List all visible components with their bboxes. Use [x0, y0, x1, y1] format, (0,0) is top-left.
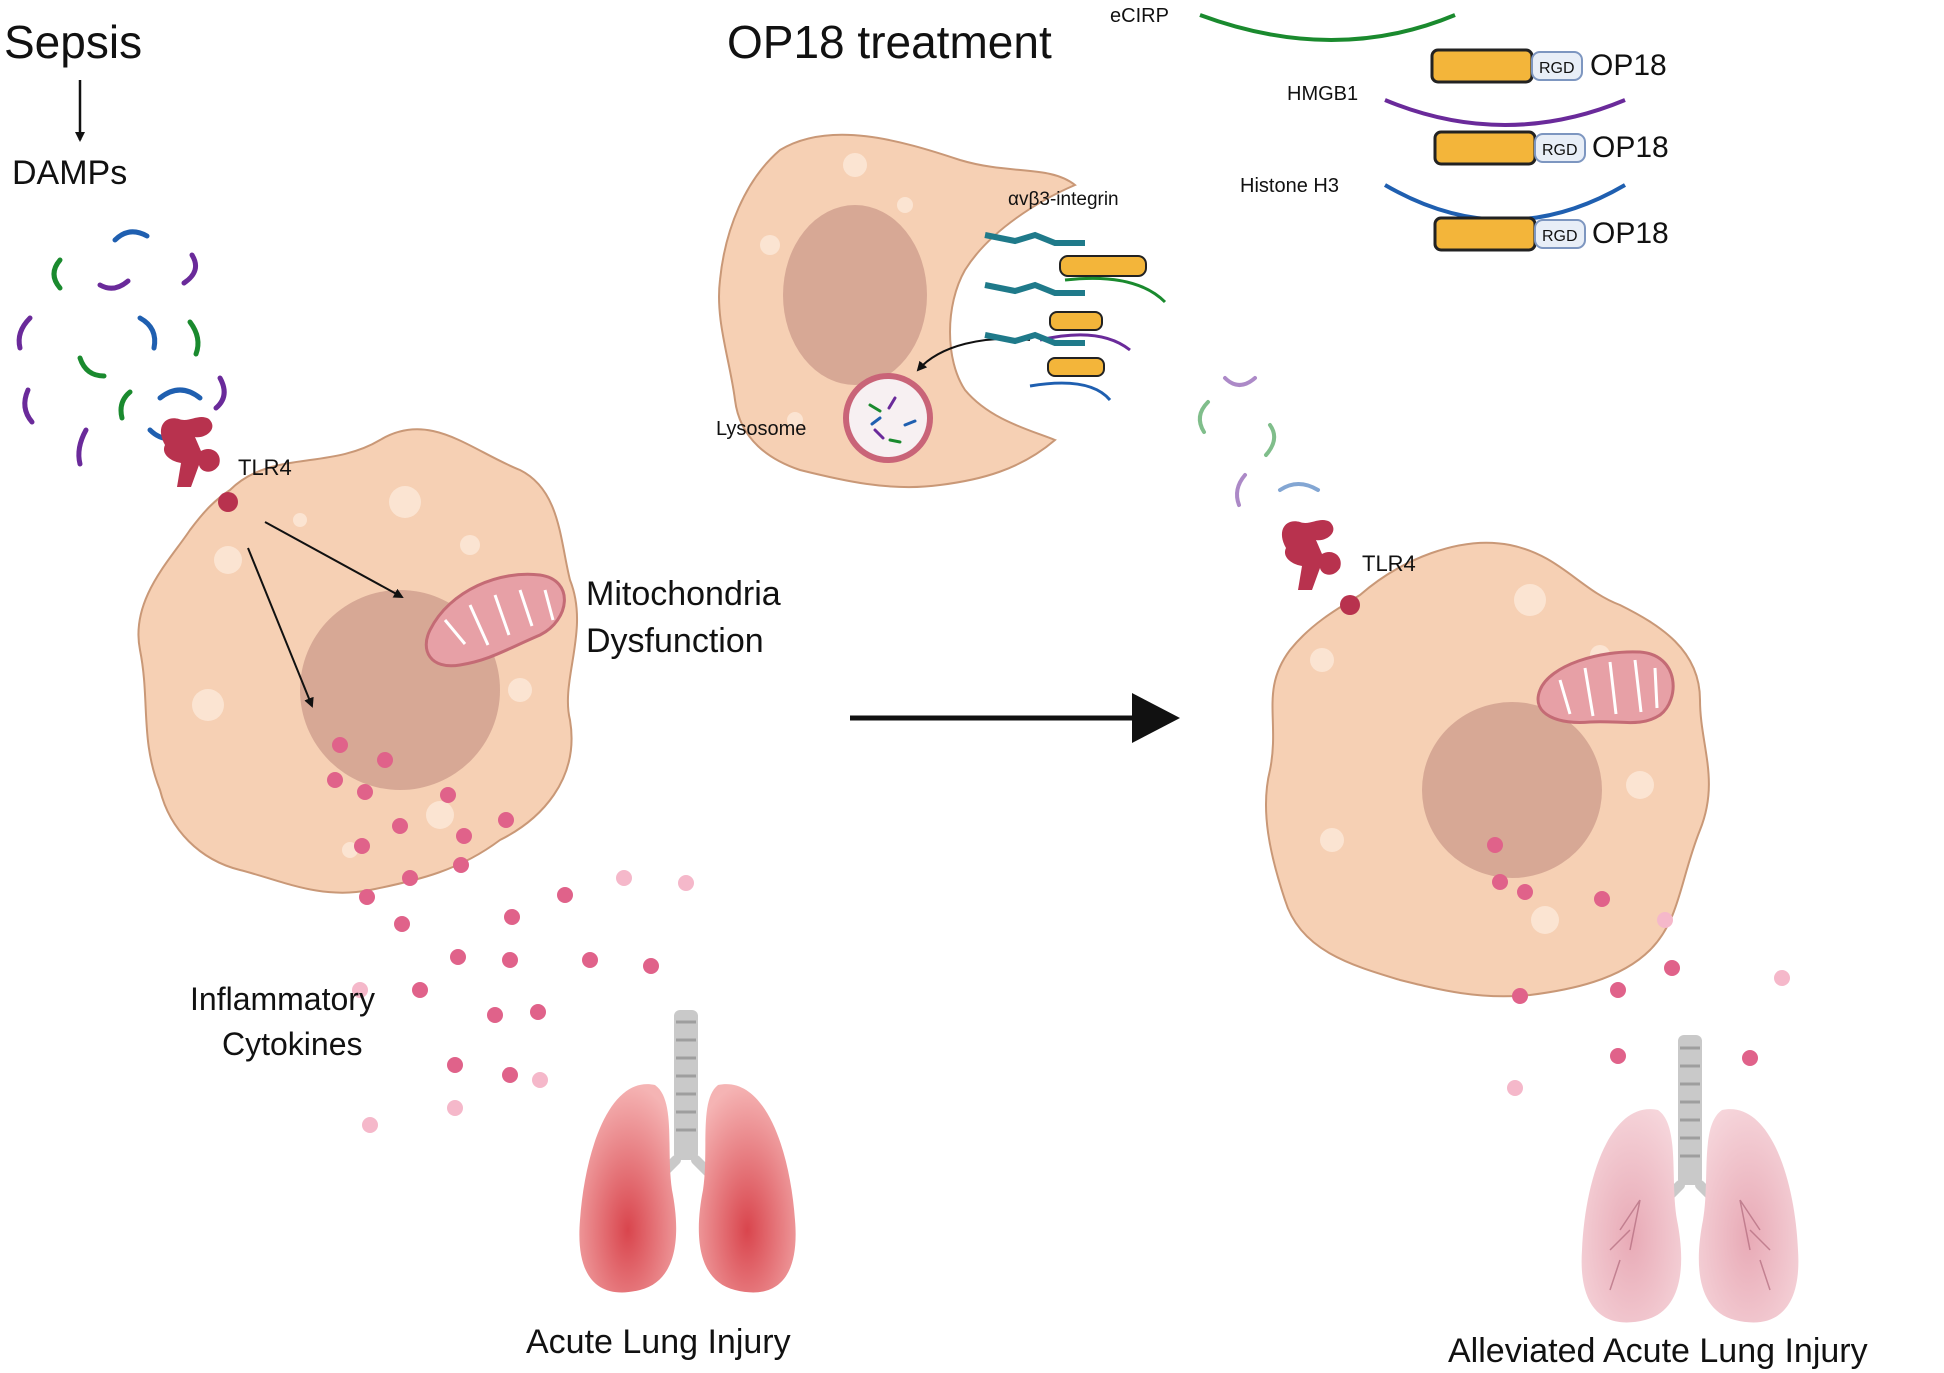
mito-dysfunction-line1: Mitochondria [586, 575, 781, 613]
signal-arrow-mito [264, 521, 404, 598]
ligand-name-1: eCIRP [1110, 5, 1169, 27]
ligand-legend: eCIRP RGD OP18 HMGB1 RGD OP18 Histone H3… [1110, 5, 1669, 252]
right-tlr4-receptor [1281, 520, 1360, 615]
treated-cell-nucleus [783, 205, 927, 385]
rgd-tag-3 [1534, 219, 1586, 249]
rgd-label-3: RGD [1542, 228, 1578, 245]
op18-treatment-title: OP18 treatment [727, 16, 1052, 68]
treated-cell: Lysosome αvβ3-integrin [716, 133, 1167, 489]
mito-dysfunction-line2: Dysfunction [586, 622, 764, 660]
treated-cell-vesicles [760, 153, 913, 428]
ligand-arc-3 [1383, 183, 1627, 222]
acute-lung-injury-label: Acute Lung Injury [526, 1323, 791, 1361]
drug-name-1: OP18 [1590, 49, 1667, 82]
left-mitochondria [424, 572, 566, 668]
integrin-label: αvβ3-integrin [1008, 189, 1119, 210]
drug-bar-2 [1433, 130, 1537, 166]
ligand-arc-2 [1384, 98, 1626, 127]
damps-label: DAMPs [12, 154, 127, 192]
lysosome [843, 373, 933, 463]
left-tlr4-label: TLR4 [238, 455, 292, 480]
drug-bar-1 [1430, 48, 1534, 84]
inflammatory-cytokines-line1: Inflammatory [190, 981, 375, 1017]
lysosome-label: Lysosome [716, 418, 806, 440]
left-cell: TLR4 Mitochondria Dysfunction [137, 417, 781, 894]
ligand-name-3: Histone H3 [1240, 175, 1339, 197]
left-tlr4-receptor [160, 417, 238, 512]
ligand-name-2: HMGB1 [1287, 83, 1358, 105]
right-cytokines [1487, 837, 1790, 1096]
drug-bar-3 [1433, 216, 1537, 252]
rgd-tag-2 [1534, 133, 1586, 163]
right-lungs-alleviated [1581, 1035, 1799, 1323]
inflammatory-cytokines-line2: Cytokines [222, 1026, 363, 1062]
right-mitochondria [1536, 650, 1675, 725]
free-damp-fragments [1197, 376, 1320, 507]
left-cell-vesicles [192, 486, 532, 858]
right-cell: TLR4 [1265, 520, 1710, 998]
integrin-complexes [984, 231, 1167, 402]
sepsis-title: Sepsis [4, 16, 142, 68]
ligand-arc-1 [1199, 13, 1456, 42]
right-cell-nucleus [1422, 702, 1602, 878]
lysosome-contents [868, 396, 917, 444]
treatment-arrow-head [1132, 693, 1180, 743]
rgd-label-2: RGD [1542, 142, 1578, 159]
signal-arrow-nucleus [247, 547, 314, 708]
rgd-label-1: RGD [1539, 60, 1575, 77]
rgd-tag-1 [1531, 51, 1583, 81]
drug-name-3: OP18 [1592, 217, 1669, 250]
left-cytokines [327, 737, 694, 1133]
alleviated-lung-injury-label: Alleviated Acute Lung Injury [1448, 1332, 1868, 1370]
left-lungs-injured [579, 1010, 796, 1293]
drug-name-2: OP18 [1592, 131, 1669, 164]
right-tlr4-label: TLR4 [1362, 551, 1416, 576]
